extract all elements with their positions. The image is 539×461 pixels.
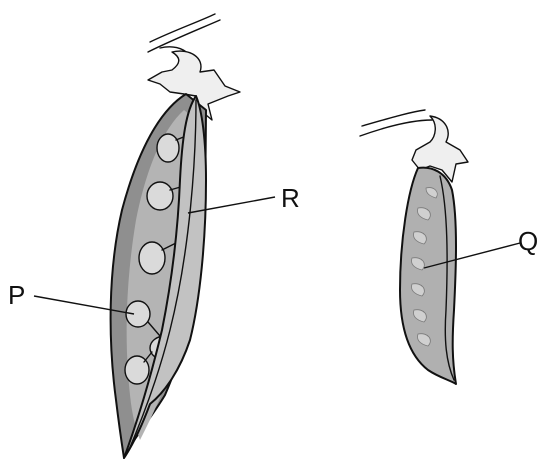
pea-2 bbox=[147, 182, 173, 210]
open-pea-pod bbox=[111, 14, 240, 458]
closed-pod-stalk bbox=[360, 110, 468, 182]
pea-3 bbox=[139, 242, 165, 274]
pea-4 bbox=[126, 301, 150, 327]
pea-1 bbox=[157, 134, 179, 162]
label-R: R bbox=[281, 183, 300, 213]
label-P: P bbox=[8, 280, 25, 310]
closed-pea-pod bbox=[360, 110, 468, 384]
label-Q: Q bbox=[518, 226, 538, 256]
